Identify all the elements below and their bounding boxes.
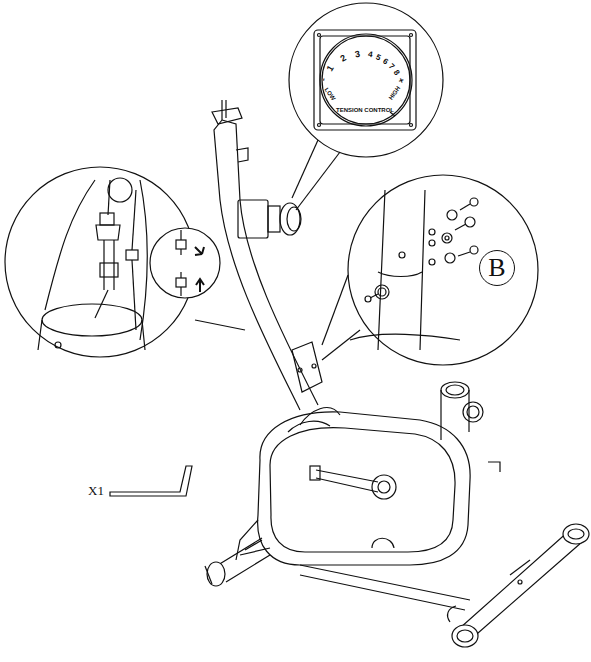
dial-text: TENSION CONTROL [336, 107, 394, 113]
part-quantity: X1 [88, 484, 104, 497]
callout-letter: B [488, 255, 505, 281]
callout-circle: B [479, 250, 515, 286]
